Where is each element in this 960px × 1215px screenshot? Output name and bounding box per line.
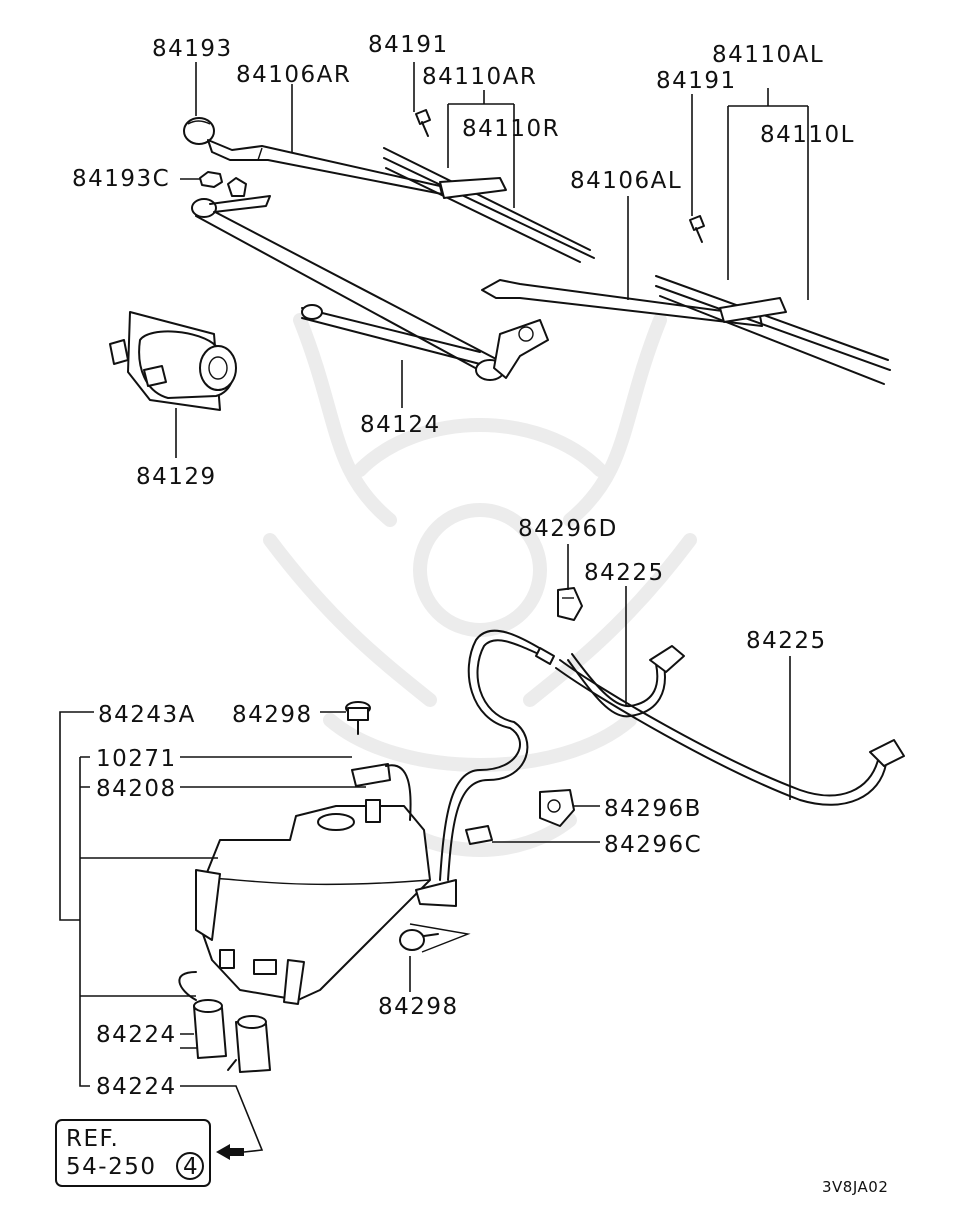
hose-clip-84296C [465, 825, 493, 845]
callout-84191-left: 84191 [368, 32, 449, 58]
reference-circled-number: 4 [183, 1154, 199, 1180]
screw-84191-right [689, 215, 705, 243]
callout-84298-top: 84298 [232, 702, 313, 728]
callout-84224-lower: 84224 [96, 1074, 177, 1100]
callout-84106AR: 84106AR [236, 62, 351, 88]
bolt-84298-bottom [399, 923, 471, 953]
bolt-84298-top [345, 701, 371, 735]
wiper-nut-cap-84193 [183, 117, 215, 145]
washer-pump-84224-upper [178, 971, 227, 1059]
wiper-arm-84106AL [481, 279, 763, 327]
pivot-nut-84193C [199, 171, 223, 188]
callout-84224-upper: 84224 [96, 1022, 177, 1048]
diagram-code: 3V8JA02 [822, 1178, 888, 1196]
reference-box[interactable]: REF. 54-250 4 [55, 1119, 211, 1187]
callout-84296D: 84296D [518, 516, 618, 542]
callout-84225-inner: 84225 [584, 560, 665, 586]
callout-84225-outer: 84225 [746, 628, 827, 654]
callout-84191-right: 84191 [656, 68, 737, 94]
washer-pump-84224-lower [227, 1015, 271, 1073]
callout-84243A: 84243A [98, 702, 196, 728]
callout-84110L: 84110L [760, 122, 855, 148]
hose-clip-84296B [539, 789, 575, 827]
leader-lines [59, 62, 809, 1153]
callout-84298-bottom: 84298 [378, 994, 459, 1020]
circled-number-badge [176, 1152, 204, 1180]
callout-84110R: 84110R [462, 116, 560, 142]
washer-hose-84225-outer [555, 659, 905, 806]
callout-84124: 84124 [360, 412, 441, 438]
callout-10271: 10271 [96, 746, 177, 772]
wiper-motor-84129 [109, 311, 237, 411]
callout-84296C: 84296C [604, 832, 702, 858]
wiper-blade-84110R [383, 147, 595, 263]
samurai-helmet-watermark-icon [263, 313, 697, 857]
reference-number: 54-250 [66, 1154, 156, 1180]
washer-hose-main [439, 629, 555, 881]
callout-84296B: 84296B [604, 796, 702, 822]
washer-tank-84208 [195, 763, 457, 1005]
callout-84106AL: 84106AL [570, 168, 682, 194]
callout-84193: 84193 [152, 36, 233, 62]
arrow-left-icon [216, 1144, 244, 1160]
callout-84110AL: 84110AL [712, 42, 824, 68]
wiper-linkage-84124 [191, 177, 549, 381]
callout-84193C: 84193C [72, 166, 170, 192]
callout-84129: 84129 [136, 464, 217, 490]
callout-84208: 84208 [96, 776, 177, 802]
wiper-blade-84110L [655, 275, 891, 385]
reference-label: REF. [66, 1126, 119, 1152]
callout-84110AR: 84110AR [422, 64, 537, 90]
screw-84191-left [415, 109, 431, 137]
hose-clip-84296D [557, 587, 583, 621]
